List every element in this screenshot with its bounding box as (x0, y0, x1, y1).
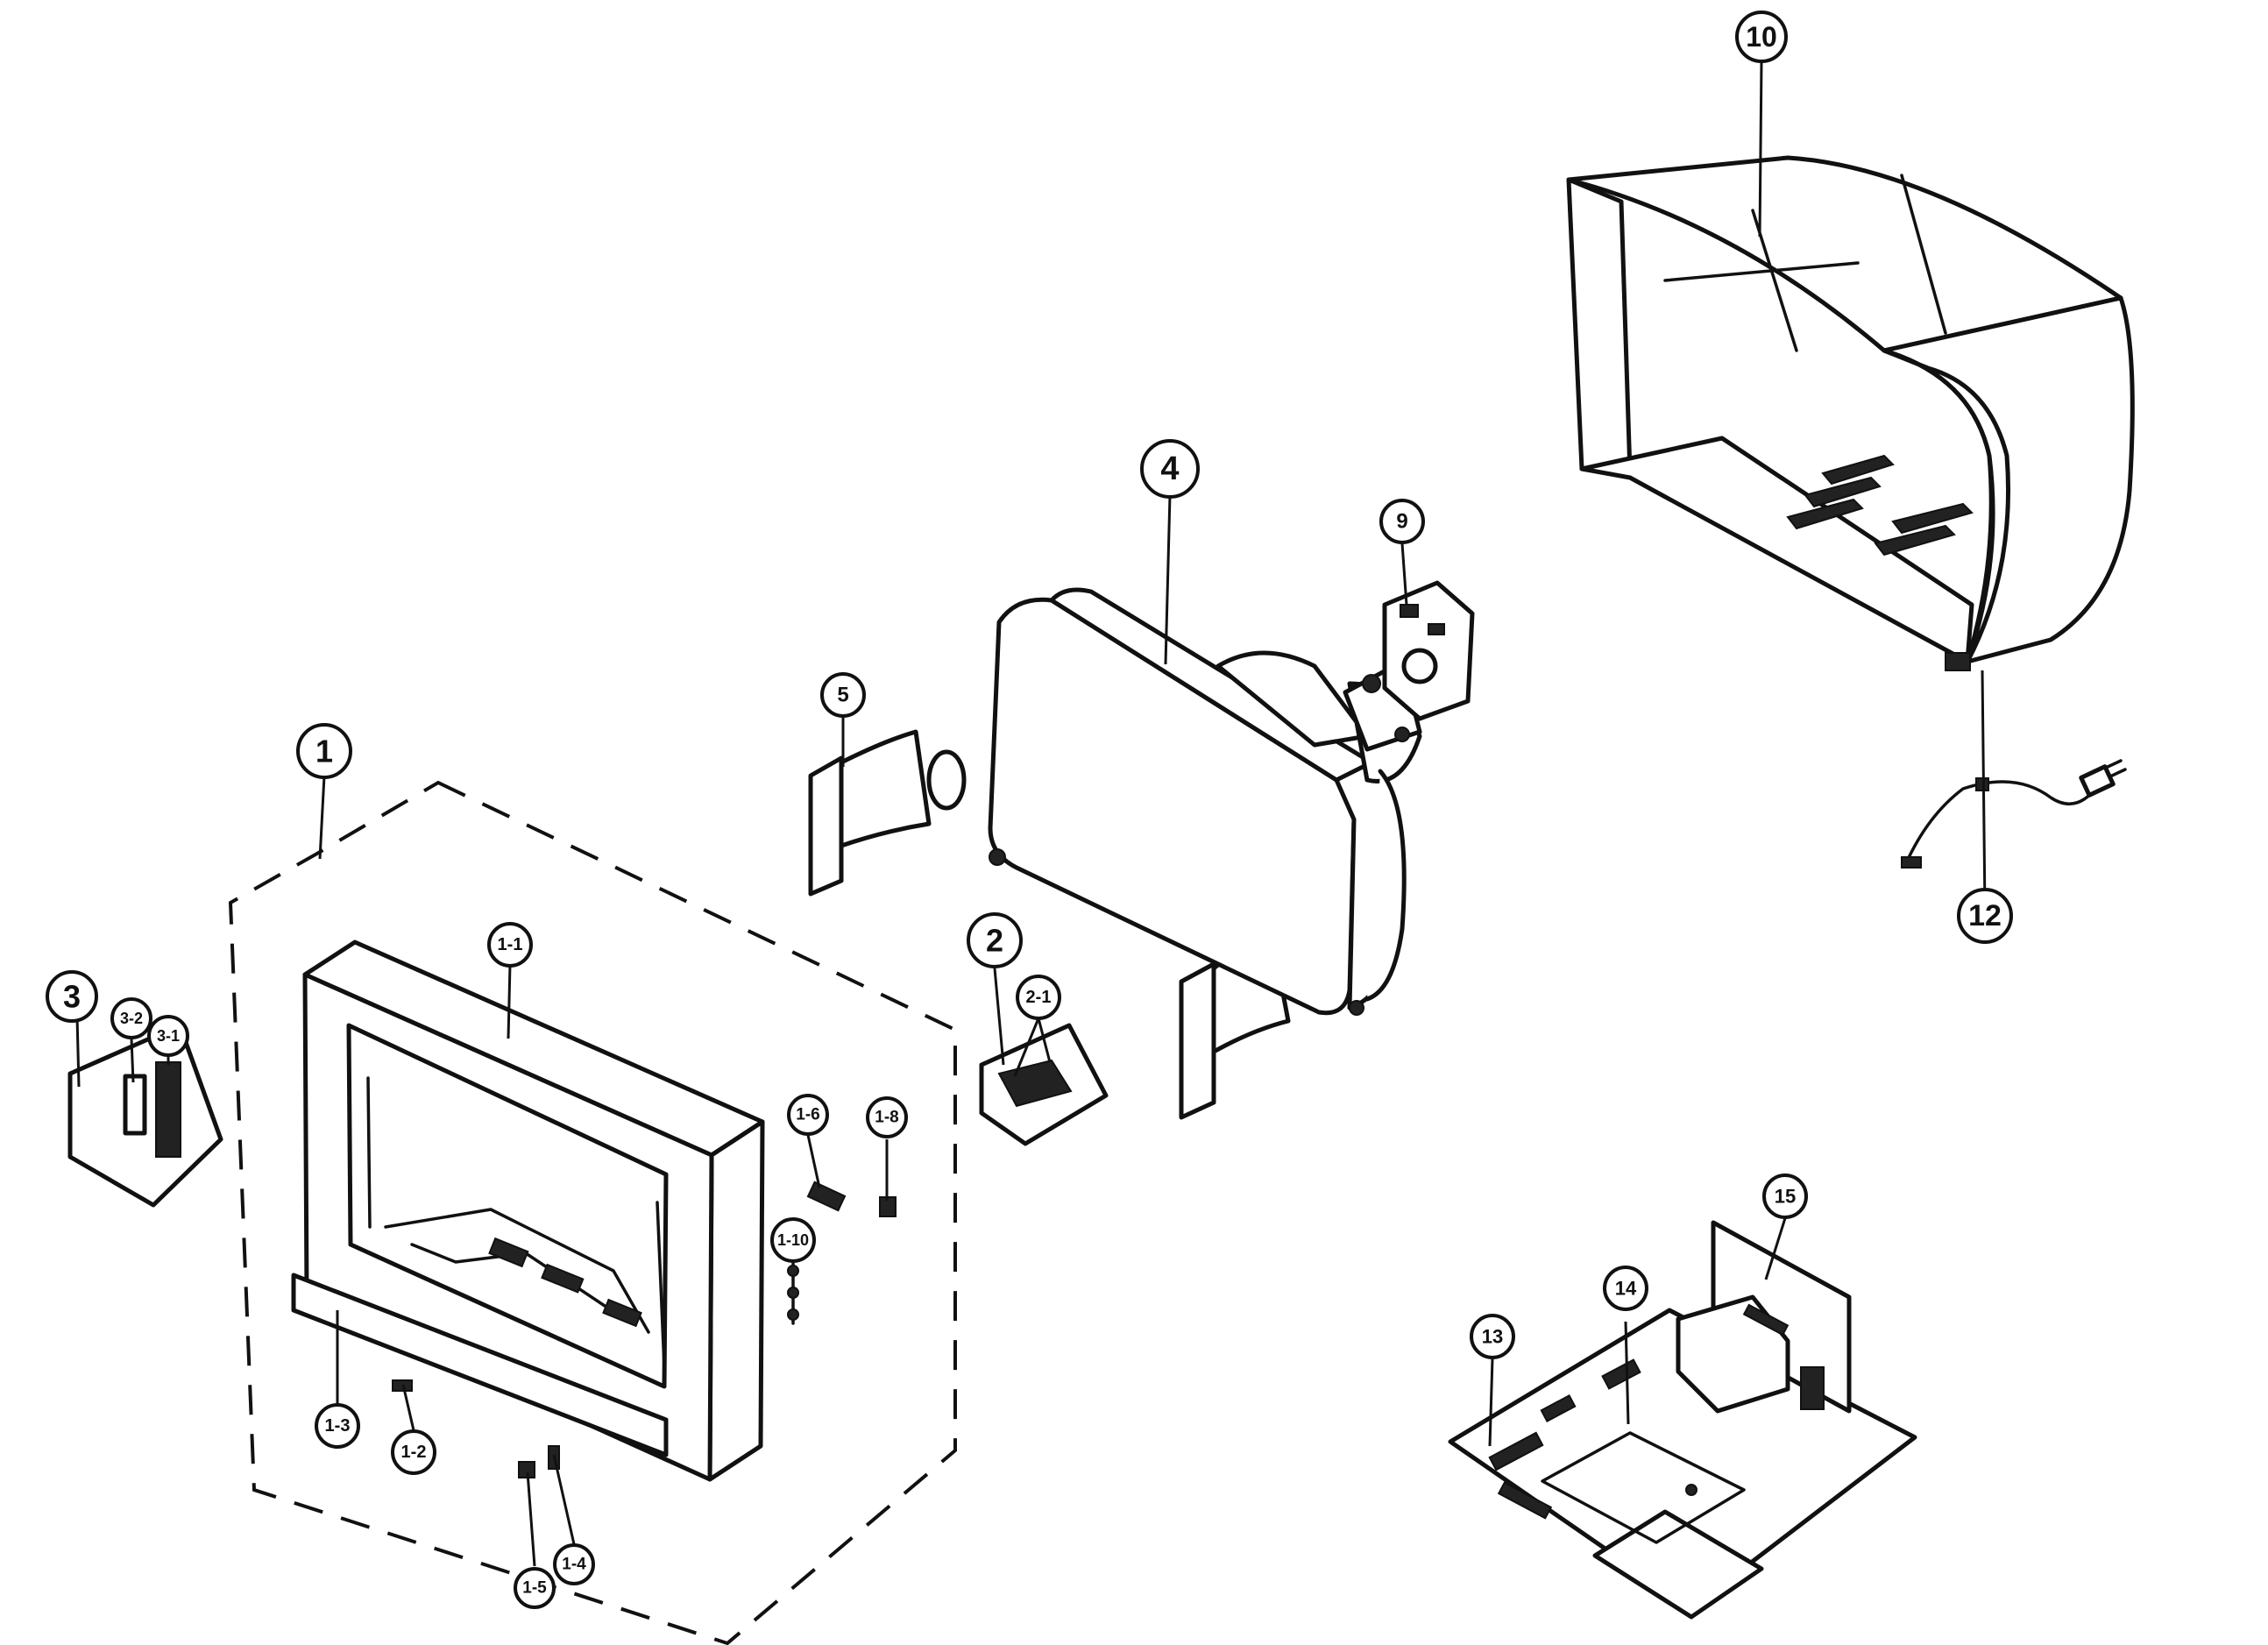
part-1-10 (787, 1260, 799, 1325)
callout-1: 1 (296, 723, 352, 779)
callout-13: 13 (1470, 1314, 1515, 1359)
callout-15: 15 (1762, 1173, 1808, 1219)
callout-1-3: 1-3 (315, 1403, 360, 1449)
callout-1-6: 1-6 (787, 1094, 829, 1136)
power-cord (1901, 759, 2127, 869)
front-cabinet-inner-details (366, 1076, 666, 1369)
callout-9: 9 (1379, 499, 1425, 544)
svg-text:2-1: 2-1 (1026, 988, 1052, 1007)
svg-text:3-2: 3-2 (120, 1010, 143, 1027)
callout-1-1: 1-1 (487, 922, 533, 968)
svg-text:1: 1 (315, 734, 333, 769)
svg-text:1-8: 1-8 (875, 1109, 898, 1127)
svg-text:1-4: 1-4 (562, 1556, 586, 1574)
svg-text:4: 4 (1160, 450, 1179, 487)
callout-1-2: 1-2 (391, 1429, 436, 1475)
svg-text:15: 15 (1775, 1186, 1796, 1208)
speaker-bracket-upper (808, 729, 967, 897)
callout-14: 14 (1603, 1266, 1648, 1311)
callout-3: 3 (46, 970, 98, 1023)
svg-text:1-3: 1-3 (325, 1416, 351, 1436)
svg-text:1-2: 1-2 (401, 1443, 427, 1462)
svg-text:3-1: 3-1 (157, 1027, 180, 1045)
callout-10: 10 (1735, 11, 1788, 63)
callout-1-8: 1-8 (866, 1096, 908, 1138)
callout-4: 4 (1140, 439, 1200, 499)
svg-text:9: 9 (1396, 510, 1407, 534)
callout-5: 5 (820, 672, 866, 718)
front-cabinet-group (228, 780, 957, 1645)
part-3-2 (123, 1074, 147, 1136)
picture-tube (988, 587, 1422, 1016)
front-cabinet-group-outline (228, 780, 957, 1645)
callout-3-1: 3-1 (147, 1015, 189, 1057)
main-chassis (1448, 1220, 1917, 1620)
front-cabinet (291, 939, 897, 1482)
callout-12: 12 (1957, 888, 2013, 944)
callout-1-4: 1-4 (553, 1543, 595, 1585)
callout-1-10: 1-10 (770, 1217, 816, 1263)
svg-text:14: 14 (1615, 1278, 1637, 1300)
neck-board (1362, 580, 1475, 742)
svg-text:12: 12 (1968, 899, 2002, 932)
back-cover-vents (1786, 454, 1974, 557)
control-parts-group (67, 1023, 223, 1208)
callout-2-1: 2-1 (1016, 975, 1061, 1020)
back-cover (1566, 155, 2135, 671)
svg-text:13: 13 (1482, 1326, 1503, 1348)
svg-text:5: 5 (837, 684, 848, 707)
part-1-6 (806, 1181, 847, 1212)
svg-text:10: 10 (1746, 21, 1777, 53)
svg-text:2: 2 (986, 923, 1003, 959)
callout-1-5: 1-5 (514, 1567, 556, 1609)
svg-text:1-10: 1-10 (777, 1231, 809, 1249)
svg-text:3: 3 (63, 979, 81, 1015)
svg-text:1-1: 1-1 (498, 935, 523, 954)
svg-text:1-6: 1-6 (796, 1106, 819, 1124)
svg-text:1-5: 1-5 (522, 1579, 547, 1598)
leader-lines (75, 60, 1987, 1567)
callout-3-2: 3-2 (110, 997, 152, 1039)
part-3-1 (155, 1061, 181, 1158)
callouts: 1 1-1 1-2 1-3 1-4 1-5 1-6 1-8 (46, 11, 2013, 1609)
callout-2: 2 (967, 912, 1023, 968)
